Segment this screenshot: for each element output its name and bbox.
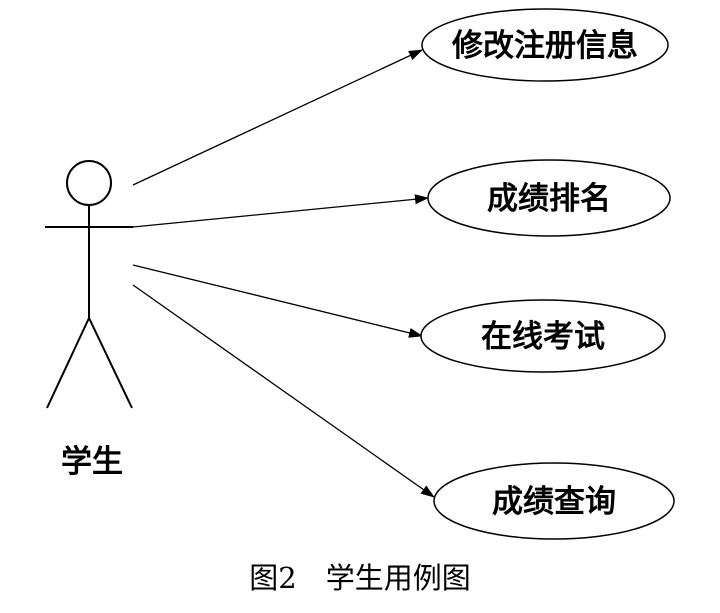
use-case-ellipse [433,462,675,540]
use-case-label: 在线考试 [481,319,605,355]
association-arrow-uc1 [132,49,423,186]
use-case-uc3: 在线考试 [420,299,666,373]
actor-figure [45,160,133,409]
use-case-uc2: 成绩排名 [427,159,671,237]
actor-left-leg [46,317,90,409]
associations [132,49,435,498]
use-case-label: 成绩查询 [492,484,616,520]
figure-caption: 图2 学生用例图 [249,561,470,595]
association-arrow-uc4 [132,284,435,498]
use-case-uc1: 修改注册信息 [421,8,669,82]
actor-name: 学生 [61,444,123,480]
use-case-ellipse [420,299,666,373]
use-case-ellipse [421,8,669,82]
association-arrow-uc3 [132,264,423,338]
use-case-ellipse [427,159,671,237]
actor-right-leg [88,317,133,409]
use-case-label: 成绩排名 [487,181,611,217]
use-case-uc4: 成绩查询 [433,462,675,540]
association-arrow-uc2 [132,194,429,228]
use-case-label: 修改注册信息 [451,28,638,64]
actor-head [66,160,112,206]
